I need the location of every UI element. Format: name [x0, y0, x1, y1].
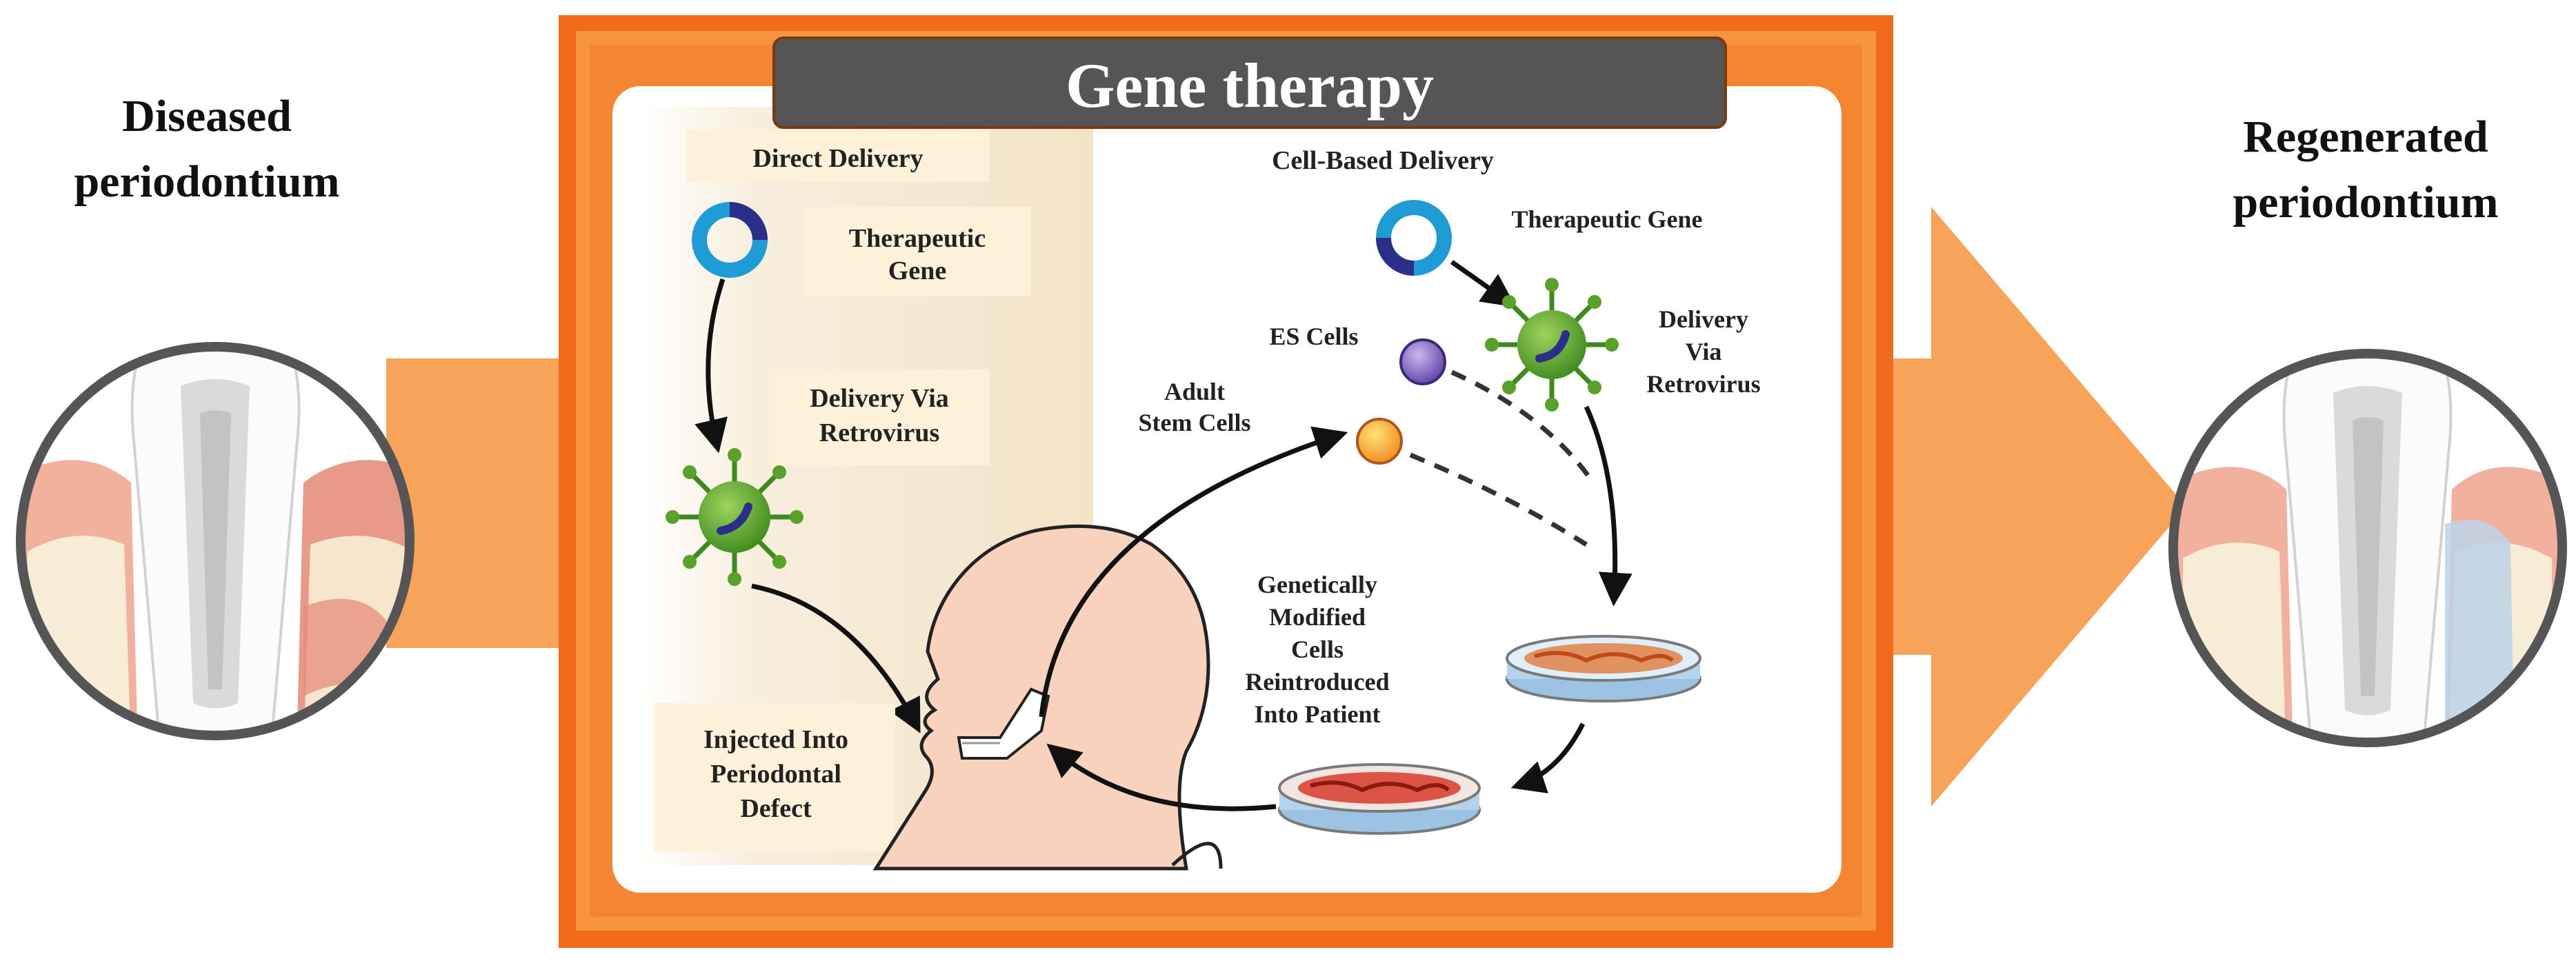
left-label-line-1: Diseased — [122, 91, 292, 141]
es-cells-label: ES Cells — [1269, 323, 1358, 350]
right-label-line-1: Regenerated — [2243, 112, 2488, 162]
left-label-line-2: periodontium — [74, 156, 339, 207]
modified-label-line-4: Reintroduced — [1245, 668, 1389, 696]
reintroduce-arrow — [1046, 743, 1277, 811]
direct-arrow-2 — [751, 583, 921, 733]
direct-gene-label-line-1: Therapeutic — [849, 224, 986, 253]
cell-arrow-1 — [1450, 260, 1517, 307]
modified-label-line-1: Genetically — [1257, 571, 1377, 598]
modified-label-line-3: Cells — [1291, 636, 1344, 663]
es-cell-icon — [1399, 338, 1446, 385]
injected-label-line-2: Periodontal — [710, 760, 841, 789]
direct-gene-label-line-2: Gene — [888, 256, 946, 285]
title-bar: Gene therapy — [772, 37, 1727, 129]
direct-arrow-1 — [695, 278, 728, 454]
cell-gene-label: Therapeutic Gene — [1512, 205, 1703, 233]
direct-retrovirus-icon — [666, 448, 803, 586]
harvest-arrow — [1039, 426, 1348, 718]
adult-stem-cell-icon — [1356, 418, 1403, 465]
culture-dish-lower — [1278, 763, 1481, 835]
cell-delivery-label-line-2: Via — [1686, 338, 1722, 365]
direct-delivery-heading: Direct Delivery — [752, 144, 923, 173]
cell-delivery-label-line-1: Delivery — [1659, 305, 1748, 333]
cell-based-delivery-section: Cell-Based Delivery Therapeutic Gene — [1039, 146, 1761, 869]
flow-arrow-left — [386, 358, 566, 648]
cell-delivery-heading: Cell-Based Delivery — [1272, 146, 1494, 175]
direct-delivery-label-line-1: Delivery Via — [810, 384, 949, 413]
figure-title: Gene therapy — [1066, 50, 1434, 121]
cell-retrovirus-icon — [1485, 278, 1619, 412]
right-label-line-2: periodontium — [2233, 177, 2498, 227]
cell-delivery-label-line-3: Retrovirus — [1646, 370, 1760, 398]
direct-delivery-label-line-2: Retrovirus — [819, 418, 940, 447]
flow-arrow-right — [1890, 207, 2186, 807]
es-dashed-arrow — [1450, 369, 1595, 485]
direct-delivery-section: Direct Delivery Therapeutic Gene Deliver… — [654, 130, 1031, 851]
adult-stem-cells-label-line-1: Adult — [1164, 378, 1225, 405]
adult-dashed-arrow — [1409, 452, 1588, 547]
modified-label-line-5: Into Patient — [1255, 700, 1381, 728]
injected-label-line-3: Defect — [740, 794, 812, 823]
cell-arrow-3 — [1510, 722, 1586, 793]
diseased-tooth-illustration — [16, 342, 415, 740]
cell-arrow-2 — [1584, 405, 1633, 607]
culture-dish-upper — [1506, 635, 1701, 702]
modified-label-line-2: Modified — [1269, 603, 1366, 631]
injected-label-line-1: Injected Into — [703, 725, 848, 754]
adult-stem-cells-label-line-2: Stem Cells — [1139, 409, 1251, 436]
regenerated-tooth-illustration — [2168, 349, 2567, 747]
